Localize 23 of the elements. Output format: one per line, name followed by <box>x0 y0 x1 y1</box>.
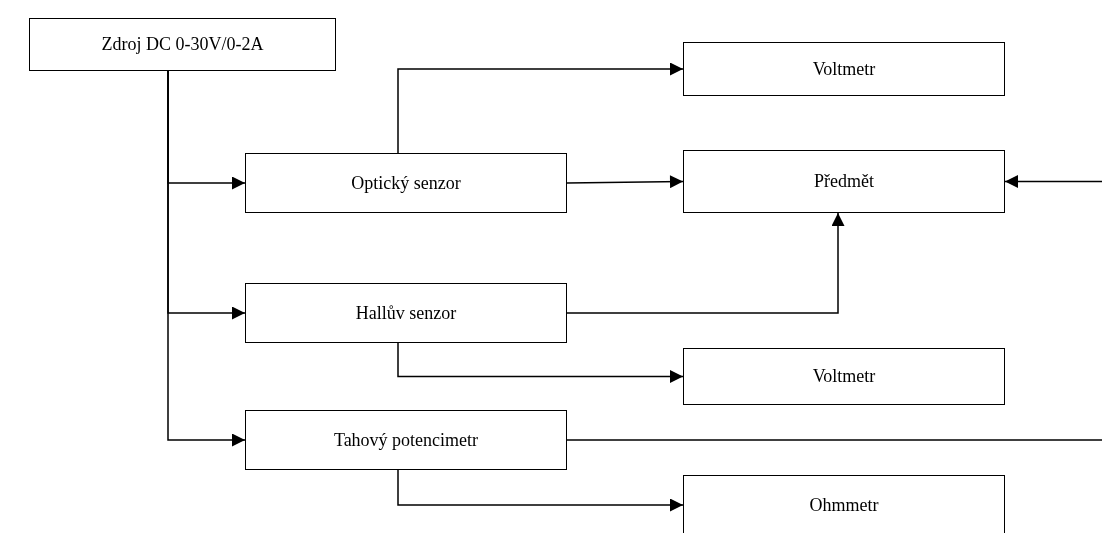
arrow <box>167 70 246 447</box>
process-box <box>683 348 1005 405</box>
arrow <box>566 212 845 314</box>
box-label: Zdroj DC 0-30V/0-2A <box>101 34 264 55</box>
process-box <box>245 283 567 343</box>
arrow <box>1004 175 1102 188</box>
process-box <box>245 410 567 470</box>
box-label: Optický senzor <box>351 172 461 194</box>
process-box <box>683 42 1005 96</box>
process-box <box>683 475 1005 533</box>
arrow <box>397 62 684 154</box>
box-label: Voltmetr <box>812 366 876 387</box>
box-label: Voltmetr <box>812 58 876 80</box>
box-label: Hallův senzor <box>355 302 457 324</box>
arrow <box>397 342 684 383</box>
box-label: Předmět <box>814 171 874 192</box>
process-box <box>245 153 567 213</box>
box-label: Ohmmetr <box>809 494 879 516</box>
process-box <box>683 150 1005 213</box>
arrow <box>566 175 684 189</box>
box-label: Tahový potencimetr <box>333 429 479 451</box>
arrow <box>397 469 684 512</box>
process-box <box>29 18 336 71</box>
